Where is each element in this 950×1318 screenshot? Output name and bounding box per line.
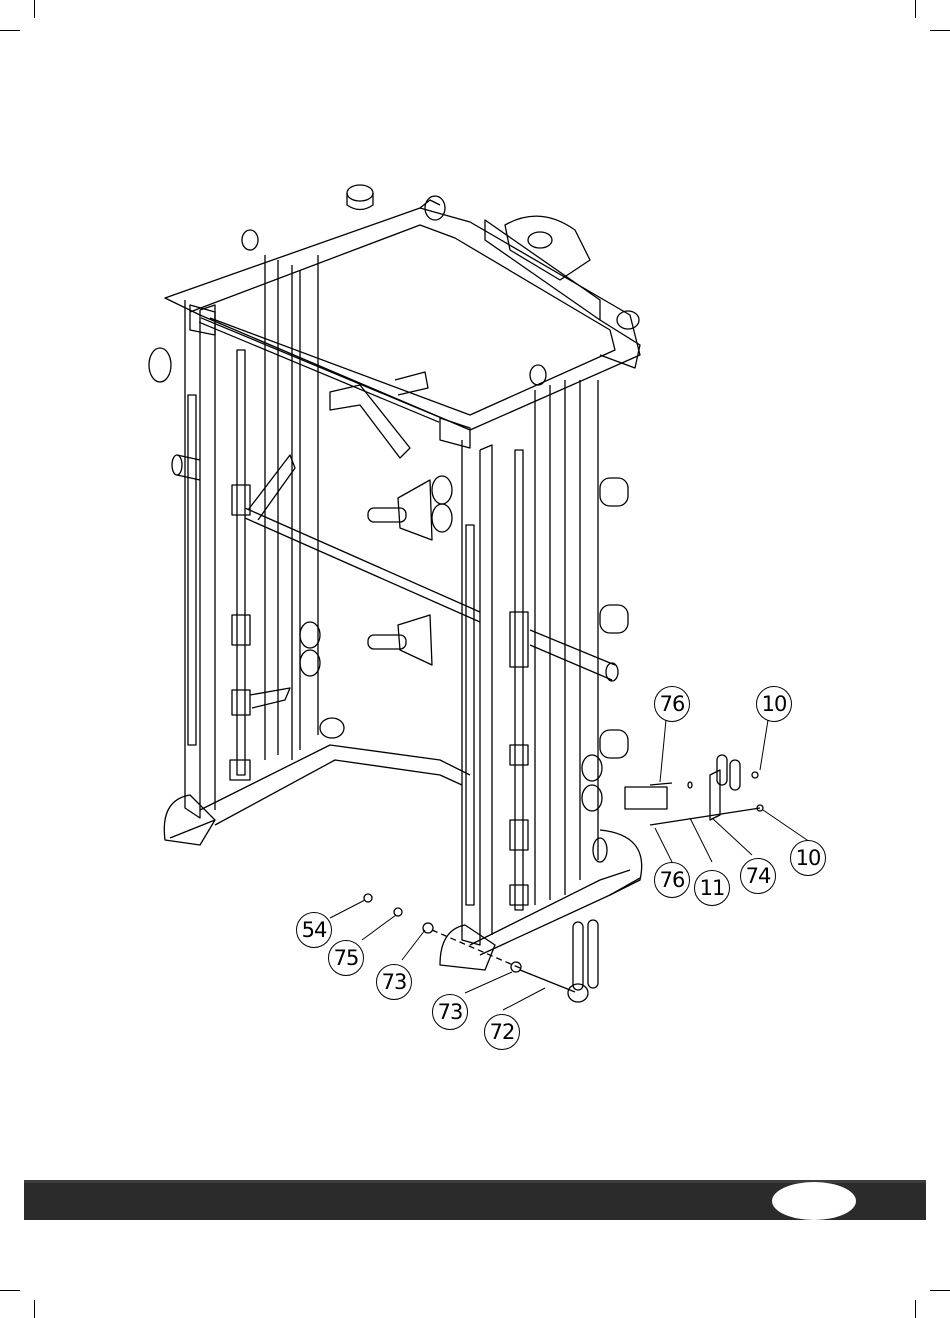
top-frame (165, 200, 640, 448)
smith-barbell (172, 455, 480, 622)
right-rear-uprights (535, 380, 598, 905)
right-side-horns (530, 478, 628, 758)
bottom-frame (200, 745, 642, 955)
left-front-upright (164, 300, 215, 845)
right-front-upright (440, 440, 495, 970)
page-number-badge (772, 1182, 856, 1220)
callout-76-top: 76 (654, 686, 690, 722)
callout-76-bottom: 76 (654, 862, 690, 898)
right-hardware (625, 755, 763, 825)
callout-10-right: 10 (790, 840, 826, 876)
callout-73-left: 73 (376, 964, 412, 1000)
callout-73-right: 73 (432, 994, 468, 1030)
callout-11: 11 (694, 870, 730, 906)
left-guide-rod (230, 350, 295, 780)
callout-10-top: 10 (756, 686, 792, 722)
plate-storage (330, 372, 432, 665)
side-pulleys (149, 348, 607, 862)
right-guide-rod (510, 450, 528, 910)
left-rear-uprights (265, 255, 318, 760)
callout-54: 54 (296, 912, 332, 948)
callout-72: 72 (484, 1014, 520, 1050)
callout-74: 74 (740, 858, 776, 894)
callout-75: 75 (328, 940, 364, 976)
